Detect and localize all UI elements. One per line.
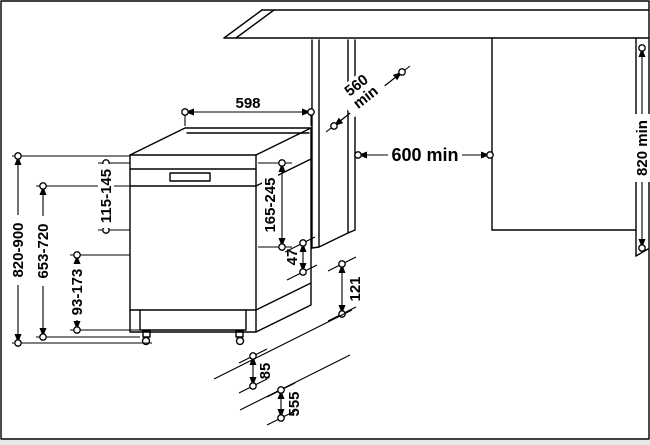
- dimension-niche-depth: 560 min: [325, 65, 411, 133]
- dim-niche-width-label: 600 min: [391, 145, 458, 165]
- dim-appliance-depth-label: 555: [286, 391, 303, 416]
- dimension-top-adjust: 115-145: [98, 159, 130, 234]
- projection-lines: [213, 309, 353, 411]
- dim-niche-depth-label: 560 min: [334, 65, 389, 118]
- dimension-appliance-depth: 555: [266, 382, 303, 426]
- control-panel-display: [169, 172, 211, 182]
- dimension-plinth-height: 93-173: [69, 251, 140, 334]
- dimension-niche-height: 820 min: [634, 44, 650, 252]
- dimension-door-offset: 121: [327, 256, 364, 322]
- dimension-rear-offset: 85: [238, 348, 274, 394]
- dim-plinth-height-label: 93-173: [69, 269, 86, 316]
- dim-top-adjust-label: 115-145: [98, 169, 115, 223]
- dim-overall-height-label: 820-900: [10, 222, 27, 277]
- dimension-overall-height: 820-900: [10, 152, 152, 347]
- dimension-side-adjust: 165-245: [258, 159, 292, 251]
- right-cabinet: [491, 37, 649, 257]
- dim-door-offset-label: 121: [347, 276, 364, 301]
- countertop: [223, 9, 649, 39]
- dimension-furniture-door-height: 653-720: [35, 182, 140, 341]
- dimension-niche-width: 600 min: [354, 145, 494, 165]
- dim-niche-height-label: 820 min: [634, 120, 650, 176]
- dim-gap-label: 47: [284, 249, 301, 266]
- front-foot: [235, 336, 245, 346]
- dim-rear-offset-label: 85: [257, 363, 274, 380]
- niche-partition: [311, 39, 356, 249]
- dim-side-adjust-label: 165-245: [262, 177, 279, 232]
- dim-furniture-door-height-label: 653-720: [35, 223, 52, 278]
- dim-appliance-width-label: 598: [235, 95, 260, 112]
- dimension-appliance-width: 598: [181, 95, 315, 126]
- front-foot: [141, 336, 151, 346]
- dimension-gap: 47: [284, 236, 318, 281]
